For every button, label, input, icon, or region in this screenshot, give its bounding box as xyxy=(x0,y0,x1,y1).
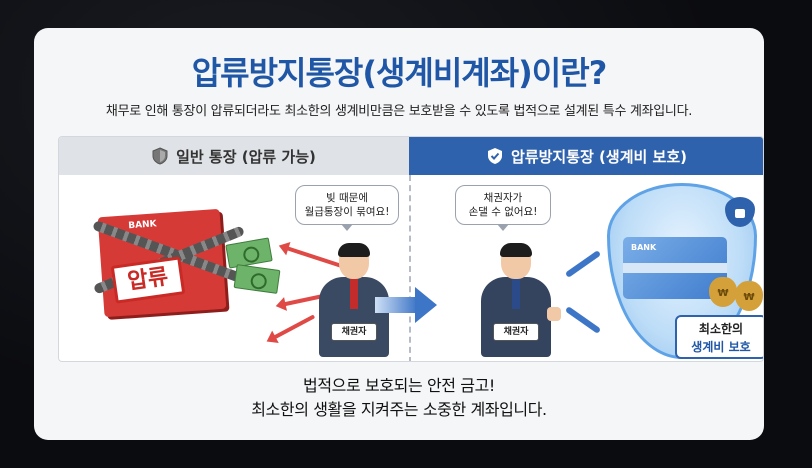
protection-label-line2: 생계비 보호 xyxy=(691,340,751,354)
hair xyxy=(500,243,532,257)
bubble-text: 채권자가 손댈 수 없어요! xyxy=(468,192,538,219)
fist xyxy=(547,307,561,321)
tie xyxy=(512,279,520,309)
tie xyxy=(350,279,358,309)
money-bag-icon: ₩ xyxy=(735,281,763,311)
shield-check-icon xyxy=(488,148,503,164)
creditor-badge: 채권자 xyxy=(331,323,377,341)
page-title: 압류방지통장(생계비계좌)이란? xyxy=(191,54,608,92)
right-header: 압류방지통장 (생계비 보호) xyxy=(409,137,763,175)
hair xyxy=(338,243,370,257)
transition-arrow-body xyxy=(375,297,417,313)
page-subtitle: 채무로 인해 통장이 압류되더라도 최소한의 생계비만큼은 보호받을 수 있도록… xyxy=(105,104,693,119)
blocked-arrow-icon xyxy=(564,250,602,278)
info-card: 압류방지통장(생계비계좌)이란? 채무로 인해 통장이 압류되더라도 최소한의 … xyxy=(34,28,764,440)
red-arrow-icon xyxy=(272,314,316,340)
bank-card-label: BANK xyxy=(631,243,657,252)
left-header: 일반 통장 (압류 가능) xyxy=(59,137,409,175)
transition-arrow-icon xyxy=(415,287,437,323)
red-arrow-icon xyxy=(285,246,343,268)
protection-label-line1: 최소한의 xyxy=(698,322,744,336)
creditor-badge: 채권자 xyxy=(493,323,539,341)
blocked-arrow-icon xyxy=(564,306,602,334)
bankbook-label: BANK xyxy=(128,219,157,232)
bubble-text: 빚 때문에 월급통장이 묶여요! xyxy=(304,192,390,219)
cash-illustration xyxy=(233,264,281,294)
bottom-caption: 법적으로 보호되는 안전 금고! 최소한의 생활을 지켜주는 소중한 계좌입니다… xyxy=(34,374,764,422)
lock-icon xyxy=(725,197,755,227)
shield-outline-icon xyxy=(152,147,168,165)
right-header-label: 압류방지통장 (생계비 보호) xyxy=(511,147,687,166)
speech-bubble: 빚 때문에 월급통장이 묶여요! xyxy=(295,185,399,232)
money-bag-icon: ₩ xyxy=(709,277,737,307)
panel-divider xyxy=(409,175,411,361)
protection-label: 최소한의 생계비 보호 xyxy=(675,315,763,359)
caption-line2: 최소한의 생활을 지켜주는 소중한 계좌입니다. xyxy=(251,400,547,419)
caption-line1: 법적으로 보호되는 안전 금고! xyxy=(303,376,495,395)
cash-illustration xyxy=(225,237,273,269)
card-stripe xyxy=(623,263,727,273)
speech-bubble: 채권자가 손댈 수 없어요! xyxy=(455,185,551,232)
left-header-label: 일반 통장 (압류 가능) xyxy=(176,147,316,166)
comparison-panel: 일반 통장 (압류 가능) 압류방지통장 (생계비 보호) BANK 압류 빚 … xyxy=(58,136,764,362)
